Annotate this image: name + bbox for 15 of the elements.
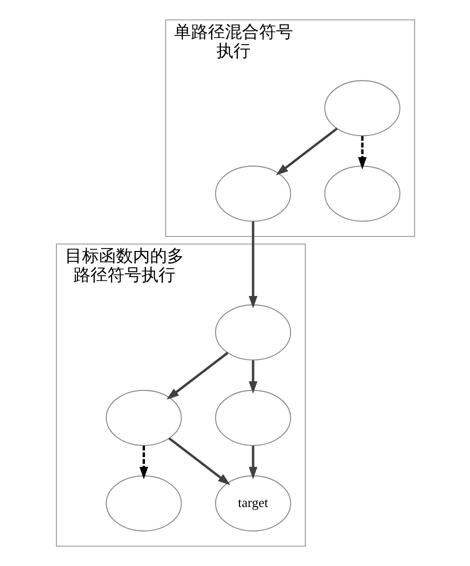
node-circle <box>214 304 291 360</box>
node-circle <box>214 166 291 222</box>
arrow <box>358 136 366 170</box>
arrow <box>168 437 230 486</box>
node-circle <box>324 166 400 222</box>
arrow <box>138 446 148 480</box>
arrow <box>248 221 257 308</box>
arrow <box>248 360 257 394</box>
node-circle <box>214 390 291 446</box>
node-circle <box>324 80 400 136</box>
arrow <box>275 128 338 176</box>
node-circle <box>105 475 182 532</box>
arrow <box>166 352 228 400</box>
cluster: 单路径混合符号执行 <box>164 19 415 237</box>
arrow <box>248 446 257 480</box>
